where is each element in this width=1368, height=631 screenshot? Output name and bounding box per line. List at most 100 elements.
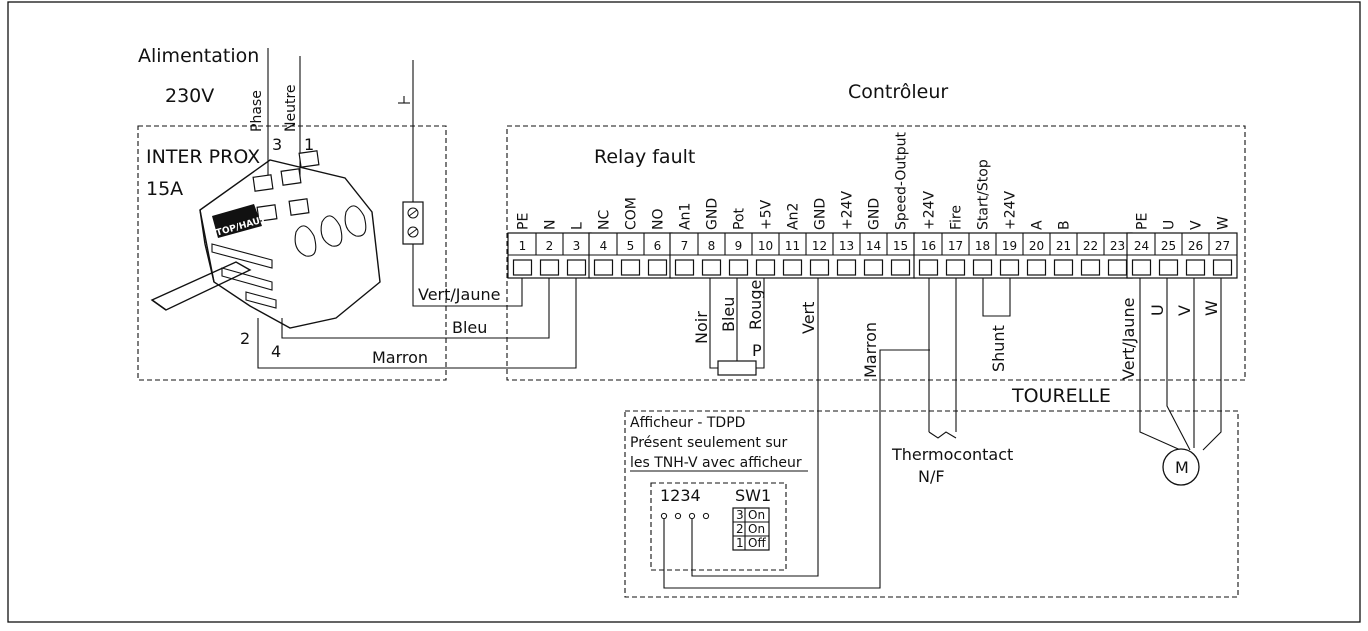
v-label: V	[1175, 305, 1194, 316]
terminal-label-16: +24V	[922, 190, 938, 230]
sw1-row-1-num: 1	[736, 536, 744, 550]
vert-jaune-motor-label: Vert/Jaune	[1119, 298, 1138, 380]
rouge-label: Rouge	[746, 280, 765, 330]
terminal-strips: 1PE2N3L4NC5COM6NO7An18GND9Pot10+5V11An21…	[507, 132, 1238, 279]
neutre-label: Neutre	[283, 84, 299, 132]
terminal-label-20: A	[1030, 220, 1046, 230]
pin-4-label: 4	[271, 342, 281, 361]
terminal-label-15: Speed-Output	[894, 132, 910, 230]
tourelle-box	[624, 410, 1239, 598]
phase-label: Phase	[249, 90, 265, 132]
terminal-label-25: U	[1162, 220, 1178, 230]
terminal-number-9: 9	[735, 239, 743, 253]
terminal-label-5: COM	[624, 197, 640, 230]
terminal-label-17: Fire	[949, 205, 965, 230]
terminal-label-11: An2	[786, 203, 802, 230]
terminal-number-11: 11	[785, 239, 800, 253]
afficheur-pins: 1234	[660, 486, 701, 505]
noir-label: Noir	[692, 311, 711, 344]
afficheur-line2: Présent seulement sur	[630, 435, 787, 451]
noir-wire	[709, 278, 718, 369]
bleu-pot-label: Bleu	[719, 297, 738, 332]
pot-p-label: P	[752, 341, 762, 360]
terminal-label-1: PE	[516, 213, 532, 230]
outer-frame	[7, 1, 1361, 623]
terminal-screw-21	[1053, 259, 1074, 276]
terminal-screw-3	[566, 259, 587, 276]
motor-label: M	[1175, 458, 1189, 477]
sw1-row-3-num: 3	[736, 508, 744, 522]
thermocontact-label: Thermocontact	[891, 445, 1013, 464]
inter-prox-title: INTER PROX	[146, 146, 260, 168]
motor-u-wire	[1166, 278, 1191, 451]
terminal-number-8: 8	[708, 239, 716, 253]
terminal-number-20: 20	[1029, 239, 1044, 253]
terminal-screw-22	[1080, 259, 1101, 276]
terminal-screw-13	[836, 259, 857, 276]
u-label: U	[1148, 304, 1167, 316]
pin-2-label: 2	[240, 329, 250, 348]
terminal-screw-25	[1158, 259, 1179, 276]
terminal-label-26: V	[1189, 220, 1205, 230]
vert-wire	[691, 278, 819, 577]
terminal-number-14: 14	[866, 239, 881, 253]
ground-terminal-block	[402, 201, 424, 245]
terminal-number-17: 17	[948, 239, 963, 253]
sw1-row-1-val: Off	[748, 536, 766, 550]
marron-display-label: Marron	[861, 322, 880, 378]
terminal-number-24: 24	[1134, 239, 1149, 253]
terminal-screw-19	[999, 259, 1020, 276]
terminal-label-10: +5V	[759, 199, 775, 230]
afficheur-line3: les TNH-V avec afficheur	[630, 455, 802, 471]
terminal-number-25: 25	[1161, 239, 1176, 253]
vert-jaune-wire	[412, 244, 523, 307]
vert-jaune-label: Vert/Jaune	[418, 285, 500, 304]
terminal-number-13: 13	[839, 239, 854, 253]
terminal-label-7: An1	[678, 203, 694, 230]
inter-prox-rating: 15A	[146, 178, 183, 200]
motor-icon	[1162, 448, 1200, 486]
terminal-screw-7	[674, 259, 695, 276]
terminal-screw-4	[593, 259, 614, 276]
sw1-table: 3 On 2 On 1 Off	[732, 507, 770, 551]
terminal-screw-20	[1026, 259, 1047, 276]
controleur-box	[506, 125, 1246, 381]
terminal-number-19: 19	[1002, 239, 1017, 253]
terminal-label-4: NC	[597, 210, 613, 230]
sw1-row-2-val: On	[748, 522, 765, 536]
thermocontact-switch	[928, 431, 957, 439]
terminal-screw-27	[1212, 259, 1233, 276]
tourelle-title: TOURELLE	[1011, 385, 1111, 407]
terminal-screw-5	[620, 259, 641, 276]
terminal-screw-24	[1131, 259, 1152, 276]
motor-pe-wire	[1139, 278, 1186, 453]
terminal-label-13: +24V	[840, 190, 856, 230]
inter-prox-box	[137, 125, 447, 381]
sw1-row-3-val: On	[748, 508, 765, 522]
rotary-switch-drawing: TOP/HAUT	[150, 150, 381, 329]
sw1-label: SW1	[735, 486, 771, 505]
terminal-screw-14	[863, 259, 884, 276]
terminal-number-16: 16	[921, 239, 936, 253]
terminal-number-2: 2	[546, 239, 554, 253]
terminal-label-19: +24V	[1003, 190, 1019, 230]
terminal-number-23: 23	[1110, 239, 1125, 253]
shunt-label: Shunt	[989, 325, 1008, 372]
terminal-screw-8	[701, 259, 722, 276]
terminal-screw-23	[1107, 259, 1128, 276]
terminal-label-27: W	[1216, 216, 1232, 230]
terminal-number-10: 10	[758, 239, 773, 253]
terminal-label-9: Pot	[732, 207, 748, 230]
terminal-label-12: GND	[813, 198, 829, 230]
marron-wire	[257, 278, 577, 369]
shunt-wire	[982, 278, 1011, 317]
terminal-number-22: 22	[1083, 239, 1098, 253]
terminal-screw-9	[728, 259, 749, 276]
ground-icon	[398, 96, 410, 104]
terminal-screw-12	[809, 259, 830, 276]
motor-w-wire	[1202, 278, 1222, 451]
terminal-number-26: 26	[1188, 239, 1203, 253]
afficheur-box	[650, 482, 787, 571]
